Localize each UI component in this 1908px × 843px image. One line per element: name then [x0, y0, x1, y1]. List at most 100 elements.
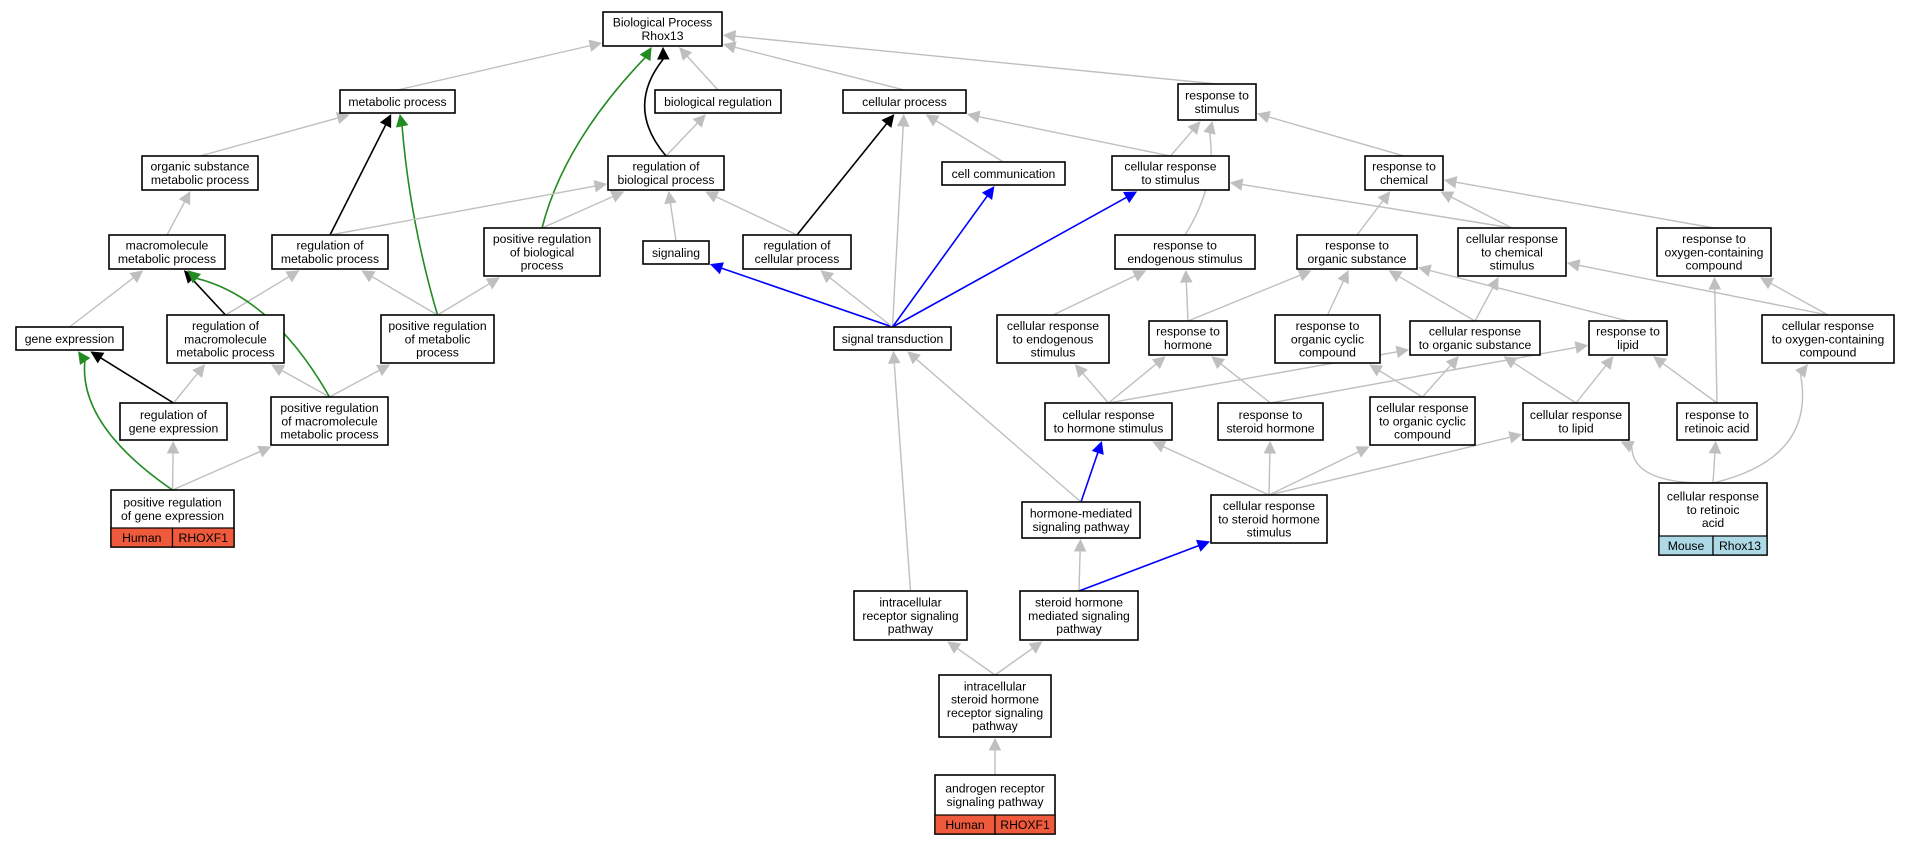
- arrowhead-st-to-sig: [709, 262, 724, 275]
- edge-rcp-to-rbp: [715, 196, 798, 236]
- node-ge[interactable]: gene expression: [15, 326, 124, 351]
- node-box: [853, 590, 968, 641]
- node-label-line: cellular response: [1429, 325, 1521, 339]
- edge-rbp-to-bp: [643, 58, 667, 157]
- node-label-line: to chemical: [1481, 245, 1543, 259]
- edge-prbp-to-bp: [541, 56, 646, 229]
- species-label: Mouse: [1668, 539, 1705, 553]
- node-br[interactable]: biological regulation: [654, 89, 782, 114]
- node-cp[interactable]: cellular process: [842, 89, 967, 114]
- node-cc[interactable]: cell communication: [941, 161, 1066, 186]
- arrowhead-st-to-cp: [896, 113, 910, 127]
- node-label-line: of macromolecule: [281, 414, 377, 428]
- edge-prmp-to-mp: [401, 125, 439, 316]
- edge-cros-to-ros: [1398, 275, 1476, 322]
- node-label-line: organic cyclic: [1291, 332, 1364, 346]
- arrowhead-prbp-to-rbp: [610, 190, 625, 203]
- arrowhead-rra-to-rl: [1653, 356, 1668, 369]
- node-box: [1177, 83, 1257, 121]
- node-label-line: pathway: [888, 622, 934, 636]
- arrowhead-ge-to-mmp: [129, 270, 144, 284]
- edge-sig-to-rbp: [669, 202, 677, 242]
- arrowhead-br-to-bp: [679, 47, 693, 61]
- node-label-line: intracellular: [964, 680, 1026, 694]
- node-label-line: process: [416, 346, 459, 360]
- node-st[interactable]: signal transduction: [833, 326, 952, 351]
- node-label-line: pathway: [972, 719, 1018, 733]
- gene-cell: [1712, 535, 1768, 556]
- arrowhead-rge-to-rmmp: [192, 364, 206, 378]
- arrowhead-crshs-to-rsh: [1263, 440, 1277, 454]
- arrowhead-arsp-to-ishrsp: [988, 737, 1002, 751]
- node-box: [1019, 590, 1139, 641]
- node-label-line: hormone: [1164, 338, 1212, 352]
- edge-rocc-to-rc: [1455, 181, 1715, 229]
- node-box: [602, 11, 723, 47]
- node-label-line: signal transduction: [842, 332, 944, 346]
- node-label-line: steroid hormone: [1035, 596, 1123, 610]
- node-label-line: to oxygen-containing: [1772, 332, 1884, 346]
- edge-prmp-to-rmp: [371, 275, 438, 316]
- node-box: [380, 314, 495, 364]
- node-mp[interactable]: metabolic process: [339, 89, 456, 114]
- node-label-line: metabolic process: [176, 346, 274, 360]
- arrowhead-shmsp-to-crshs: [1196, 539, 1211, 552]
- node-label-line: positive regulation: [493, 232, 591, 246]
- arrowhead-sig-to-rbp: [664, 190, 677, 205]
- node-label-line: metabolic process: [348, 95, 446, 109]
- arrowhead-rs-to-bp: [722, 29, 737, 43]
- edge-hmsp-to-st: [915, 358, 1082, 503]
- arrowhead-ros-to-rc: [1377, 191, 1391, 205]
- arrowhead-mp-to-bp: [588, 39, 603, 52]
- node-label-line: cellular response: [1124, 160, 1216, 174]
- edge-rl-to-ros: [1429, 269, 1629, 322]
- edge-rocyc-to-ros: [1326, 280, 1345, 316]
- edge-crshs-to-rsh: [1268, 452, 1271, 496]
- node-sig[interactable]: signaling: [642, 240, 710, 265]
- arrowhead-crs-to-cp: [966, 110, 981, 123]
- arrowhead-ishrsp-to-irsp: [947, 641, 962, 654]
- node-label-line: organic substance: [1308, 252, 1407, 266]
- edge-rsh-to-rh: [1220, 363, 1271, 404]
- arrowhead-shmsp-to-hmsp: [1073, 538, 1087, 552]
- edge-crhs-to-cres: [1082, 372, 1110, 404]
